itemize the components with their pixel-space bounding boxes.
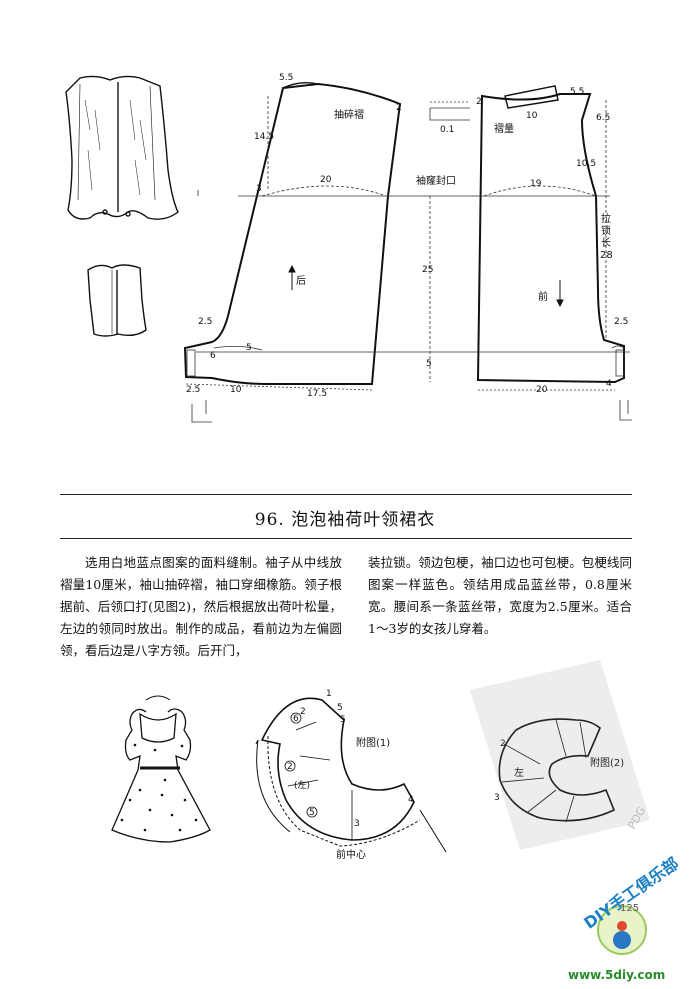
label-zipper-4: 28 — [600, 250, 613, 261]
label-appendix-2: 附图(2) — [590, 756, 624, 769]
body-text-left: 选用白地蓝点图案的面料缝制。袖子从中线放褶量10厘米，袖山抽碎褶，袖口穿细橡筋。… — [60, 555, 342, 658]
dim: 5.5 — [570, 87, 584, 97]
dim: 2 — [500, 739, 506, 749]
dim: 14.5 — [254, 132, 274, 142]
label-armhole-seal: 袖窿封口 — [416, 174, 456, 187]
dim: 4 — [408, 795, 414, 805]
label-left-1: (左) — [294, 779, 310, 791]
dim: 5 — [246, 343, 252, 353]
dim: 4 — [606, 379, 612, 389]
club-logo — [597, 905, 647, 955]
dim: 2 — [300, 707, 306, 717]
dim: 2.5 — [186, 385, 200, 395]
dim: 5 — [309, 808, 315, 818]
label-zipper-3: 长 — [601, 237, 611, 249]
body-text-right: 装拉锁。领边包梗，袖口边也可包梗。包梗线同图案一样蓝色。领结用成品蓝丝带，0.8… — [368, 555, 632, 636]
dim: 5.5 — [279, 73, 293, 83]
dim: 2.5 — [198, 317, 212, 327]
watermark-seal — [470, 660, 650, 850]
back-pattern-piece — [183, 81, 402, 385]
section-title: 96. 泡泡袖荷叶领裙衣 — [254, 510, 436, 530]
dim: 0.1 — [440, 125, 454, 135]
dim: 3 — [256, 184, 262, 194]
dim: 20 — [320, 175, 332, 185]
label-pleat: 褶量 — [494, 122, 514, 135]
divider-top — [60, 494, 632, 495]
dim: 25 — [422, 265, 433, 275]
dim: 2 — [476, 97, 482, 107]
dim: 6 — [210, 351, 216, 361]
label-zipper-2: 锁 — [601, 224, 611, 237]
garment-sketch-shirt — [87, 264, 147, 337]
dim: 17.5 — [307, 389, 327, 399]
dim: 3 — [494, 793, 500, 803]
label-shirring: 抽碎褶 — [334, 108, 364, 121]
construction-lines — [185, 96, 632, 423]
grainline-arrows — [288, 264, 564, 308]
site-url: www.5diy.com — [568, 968, 666, 982]
label-left-2: 左 — [514, 766, 524, 779]
dim: 3 — [354, 819, 360, 829]
collar-diagram-2 — [498, 718, 616, 823]
dim: 5 — [337, 703, 343, 713]
dim: 5 — [340, 715, 346, 725]
dim: 5 — [426, 359, 432, 369]
dim: 2 — [287, 762, 293, 772]
dim: 2.5 — [614, 317, 628, 327]
label-zipper-1: 拉 — [601, 212, 611, 225]
dim: 1 — [326, 689, 332, 699]
dim: 20 — [536, 385, 548, 395]
label-front-center: 前中心 — [336, 848, 366, 861]
dim: 6 — [293, 714, 299, 724]
label-back: 后 — [296, 275, 306, 287]
collar-diagram-1 — [255, 697, 447, 853]
label-front: 前 — [538, 290, 548, 303]
dim: 10 — [230, 385, 242, 395]
page-number: 125 — [620, 903, 640, 914]
garment-sketch-romper — [65, 75, 179, 220]
dim: 10 — [526, 111, 538, 121]
dim: 2 — [396, 103, 402, 113]
dim: 19 — [530, 179, 542, 189]
dress-sketch — [111, 695, 211, 843]
dim: 6.5 — [596, 113, 610, 123]
divider-bottom — [60, 538, 632, 539]
front-pattern-piece — [476, 85, 625, 384]
label-appendix-1: 附图(1) — [356, 736, 390, 749]
dim: 10.5 — [576, 159, 596, 169]
